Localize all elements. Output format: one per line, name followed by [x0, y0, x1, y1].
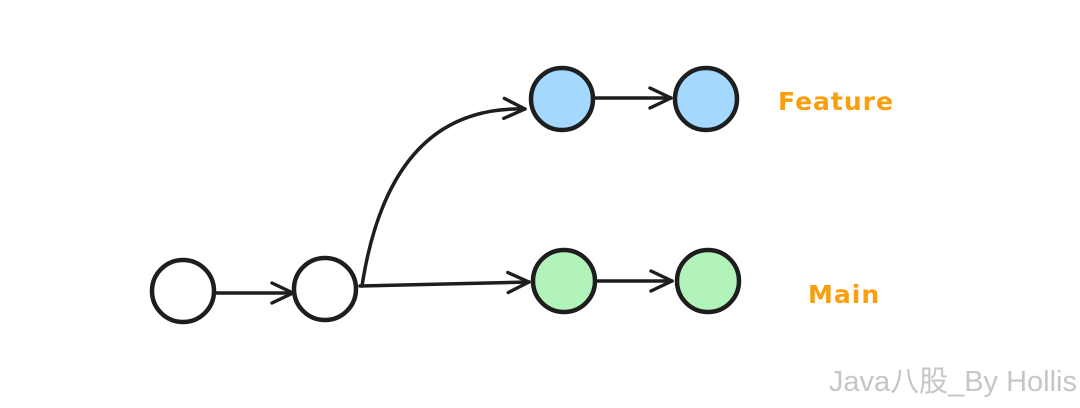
main-branch-label: Main	[808, 280, 880, 309]
watermark-text: Java八股_By Hollis	[828, 366, 1077, 398]
feature-commit-node-1	[528, 65, 596, 133]
base-commit-node-2	[291, 255, 359, 323]
feature-branch-label: Feature	[778, 87, 894, 116]
base-commit-node-1	[149, 257, 217, 325]
edge-base2-to-main1	[358, 270, 531, 295]
feature-commit-node-2	[672, 65, 740, 133]
main-commit-node-2	[674, 247, 742, 315]
edge-base2-to-feature1	[360, 96, 527, 288]
main-commit-node-1	[530, 247, 598, 315]
